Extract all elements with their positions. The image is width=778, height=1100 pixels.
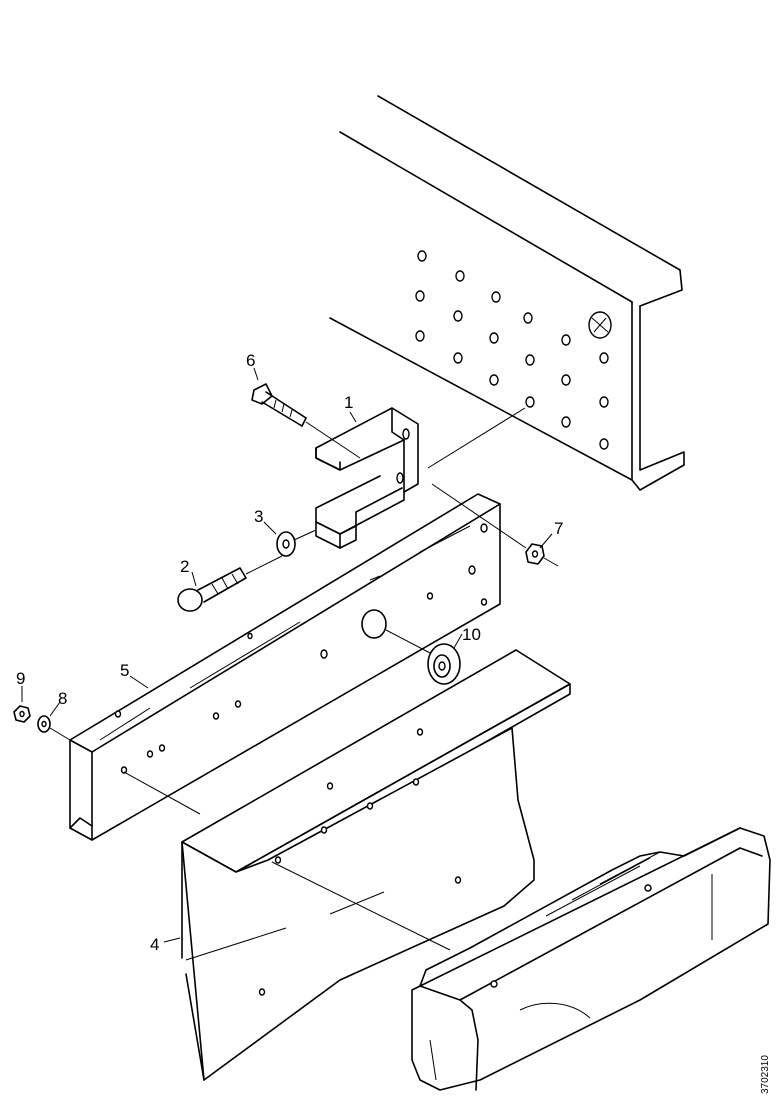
callout-2: 2 (180, 557, 189, 576)
callout-3: 3 (254, 507, 263, 526)
callout-1: 1 (344, 393, 353, 412)
bracket-part-1 (315, 407, 419, 549)
nut-part-9 (13, 705, 31, 723)
rail-holes (415, 250, 612, 450)
leader-lines (21, 367, 553, 943)
callout-9: 9 (16, 669, 25, 688)
callouts: 1 2 3 4 5 6 7 8 9 10 (16, 351, 563, 954)
callout-6: 6 (246, 351, 255, 370)
callout-7: 7 (554, 519, 563, 538)
bolt-part-2 (177, 555, 283, 612)
lamp-housing (271, 827, 771, 1091)
grommet-part-10 (427, 643, 461, 685)
angle-bracket-part-5 (69, 493, 501, 841)
callout-10: 10 (462, 625, 481, 644)
washer-part-3 (276, 529, 317, 557)
nut-part-7 (431, 483, 559, 567)
bolt-part-6 (251, 383, 361, 459)
washer-part-8 (37, 715, 71, 741)
drawing-reference-number: 3702310 (760, 1055, 771, 1094)
callout-5: 5 (120, 661, 129, 680)
frame-rail (329, 95, 685, 491)
callout-8: 8 (58, 689, 67, 708)
callout-4: 4 (150, 935, 159, 954)
